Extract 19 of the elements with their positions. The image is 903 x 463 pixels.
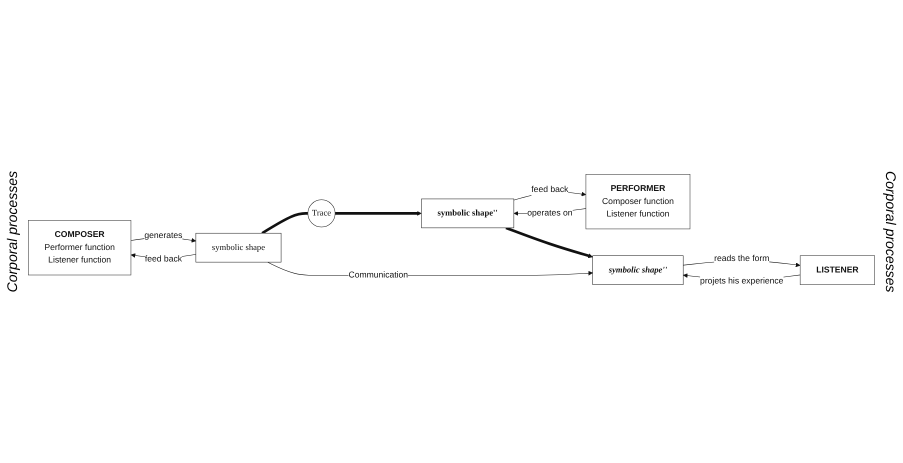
arrow [335, 211, 422, 216]
arrow [505, 226, 593, 258]
node-box: symbolic shape [196, 233, 282, 263]
node-circle: Trace [308, 200, 336, 228]
edge-label: operates on [527, 208, 573, 218]
edge-label: reads the form [714, 254, 770, 264]
side-note: Corporal processes [882, 170, 900, 294]
node-box: LISTENER [800, 256, 875, 286]
connector [261, 212, 308, 235]
node-box: symbolic shape'' [592, 256, 684, 286]
node-box: symbolic shape'' [421, 199, 514, 228]
edge-label: feed back [531, 185, 568, 194]
edge-label: feed back [144, 254, 182, 264]
node-box: COMPOSER Performer function Listener function [28, 220, 132, 276]
edge-label: Communication [348, 271, 408, 280]
edge-label: generates [144, 231, 182, 241]
side-note: Corporal processes [3, 170, 21, 294]
node-box: PERFORMER Composer function Listener function [586, 174, 690, 230]
edge-label: projets his experience [700, 277, 784, 286]
